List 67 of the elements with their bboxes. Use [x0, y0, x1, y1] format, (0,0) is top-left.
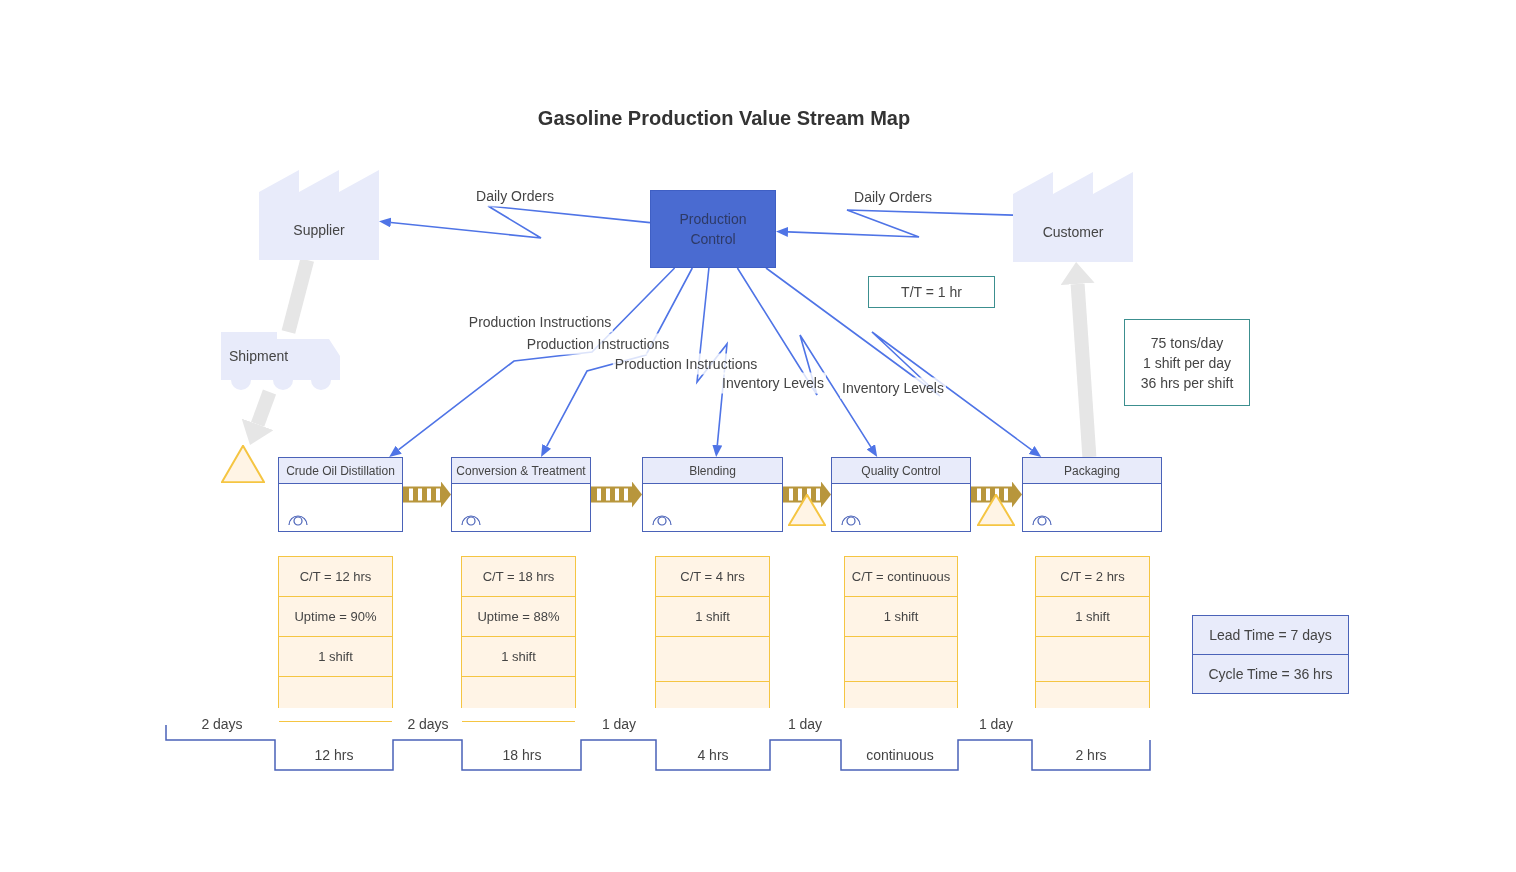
edge-label: Inventory Levels — [840, 377, 946, 399]
timeline-label: 4 hrs — [697, 745, 729, 765]
edge-label: Inventory Levels — [720, 372, 826, 394]
factory-label: Customer — [1042, 223, 1104, 242]
data-text: 36 hrs per shift — [1140, 373, 1234, 393]
timeline-summary-box — [1192, 615, 1349, 694]
edge-label: Production Instructions — [612, 353, 760, 375]
control-box — [650, 190, 776, 268]
data-cell-text: C/T = 12 hrs — [299, 567, 372, 586]
data-cell-text: C/T = 2 hrs — [1060, 567, 1125, 586]
push-arrow — [971, 481, 1022, 508]
timeline-label: 2 hrs — [1075, 745, 1107, 765]
factory-shape — [1013, 172, 1133, 262]
process-title: Blending — [688, 464, 737, 477]
factory-shape — [259, 170, 379, 260]
factory-label: Supplier — [293, 221, 345, 240]
process-title: Crude Oil Distillation — [285, 464, 396, 477]
inventory-triangle — [221, 445, 265, 483]
data-cell-text: Uptime = 88% — [477, 607, 560, 626]
data-cell-text: C/T = 18 hrs — [482, 567, 555, 586]
process-title: Packaging — [1062, 464, 1121, 477]
process-title: Conversion & Treatment — [455, 464, 587, 477]
process-box — [831, 457, 971, 532]
data-box — [1035, 556, 1150, 708]
timeline-label: 12 hrs — [314, 745, 354, 765]
timeline-label: 2 days — [201, 714, 243, 734]
inventory-triangle — [977, 494, 1015, 526]
timeline-label: 18 hrs — [502, 745, 542, 765]
data-cell-text: 1 shift — [1075, 607, 1110, 626]
process-box — [278, 457, 403, 532]
data-box — [1124, 319, 1250, 406]
data-text: 75 tons/day — [1150, 333, 1224, 353]
data-box — [868, 276, 995, 308]
summary-cell-text: Lead Time = 7 days — [1209, 625, 1332, 645]
data-box — [844, 556, 958, 708]
diagram-title: Gasoline Production Value Stream Map — [537, 106, 911, 131]
timeline-label: 1 day — [601, 714, 637, 734]
data-cell-text: 1 shift — [883, 607, 919, 626]
information-arrow — [378, 205, 651, 239]
process-title: Quality Control — [860, 464, 942, 477]
truck-label: Shipment — [229, 347, 289, 366]
data-box — [655, 556, 770, 708]
shipment-arrow — [241, 389, 277, 446]
push-arrow — [591, 481, 642, 508]
process-box — [1022, 457, 1162, 532]
data-cell-text: 1 shift — [695, 607, 730, 626]
data-cell-text: 1 shift — [501, 647, 536, 666]
process-box — [642, 457, 783, 532]
edge-label: Production Instructions — [524, 333, 672, 355]
data-text: 1 shift per day — [1143, 353, 1231, 373]
timeline-label: 2 days — [407, 714, 449, 734]
process-box — [451, 457, 591, 532]
information-arrow — [776, 209, 1014, 238]
inventory-triangle — [788, 494, 826, 526]
data-text: T/T = 1 hr — [901, 283, 962, 302]
timeline-label: continuous — [866, 745, 934, 765]
push-arrow — [403, 481, 451, 508]
summary-cell-text: Cycle Time = 36 hrs — [1208, 664, 1333, 684]
data-cell-text: 1 shift — [318, 647, 353, 666]
timeline-label: 1 day — [978, 714, 1014, 734]
control-label: Production Control — [678, 210, 748, 249]
timeline-label: 1 day — [787, 714, 823, 734]
data-cell-text: C/T = 4 hrs — [680, 567, 745, 586]
data-cell-text: C/T = continuous — [851, 567, 951, 586]
shipment-arrow — [1060, 261, 1097, 458]
data-cell-text: Uptime = 90% — [294, 607, 377, 626]
push-arrow — [783, 481, 831, 508]
